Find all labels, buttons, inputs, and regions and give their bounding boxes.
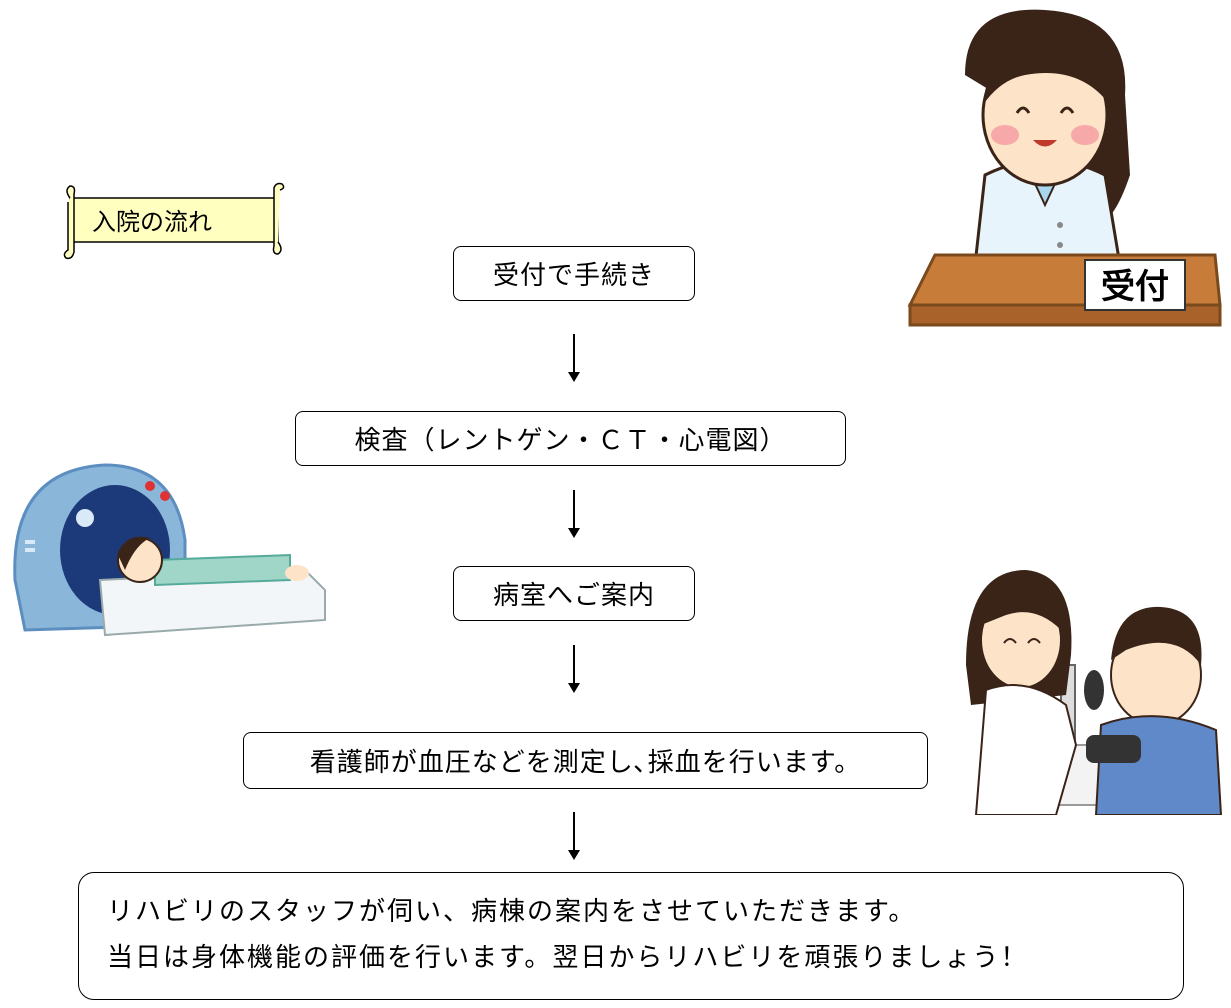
final-note: リハビリのスタッフが伺い、病棟の案内をさせていただきます。 当日は身体機能の評価…	[78, 872, 1184, 1000]
step-reception: 受付で手続き	[453, 246, 695, 301]
step-nurse-check: 看護師が血圧などを測定し､採血を行います。	[243, 732, 928, 789]
final-line-1: リハビリのスタッフが伺い、病棟の案内をさせていただきます。	[107, 897, 917, 927]
mri-scan-illustration	[13, 463, 326, 637]
title-scroll	[63, 182, 285, 260]
arrow-2	[568, 490, 580, 538]
arrow-1	[568, 334, 580, 382]
nurse-blood-pressure-illustration	[966, 570, 1223, 815]
final-line-2: 当日は身体機能の評価を行います。翌日からリハビリを頑張りましょう！	[107, 943, 1029, 973]
step-examination: 検査（レントゲン・ＣＴ・心電図）	[295, 411, 846, 466]
arrow-3	[568, 645, 580, 693]
reception-staff-illustration: 受付	[907, 9, 1222, 327]
arrow-4	[568, 812, 580, 860]
step-room-guide: 病室へご案内	[453, 566, 695, 621]
reception-sign-text: 受付	[1101, 267, 1169, 307]
page-title: 入院の流れ	[92, 207, 212, 236]
